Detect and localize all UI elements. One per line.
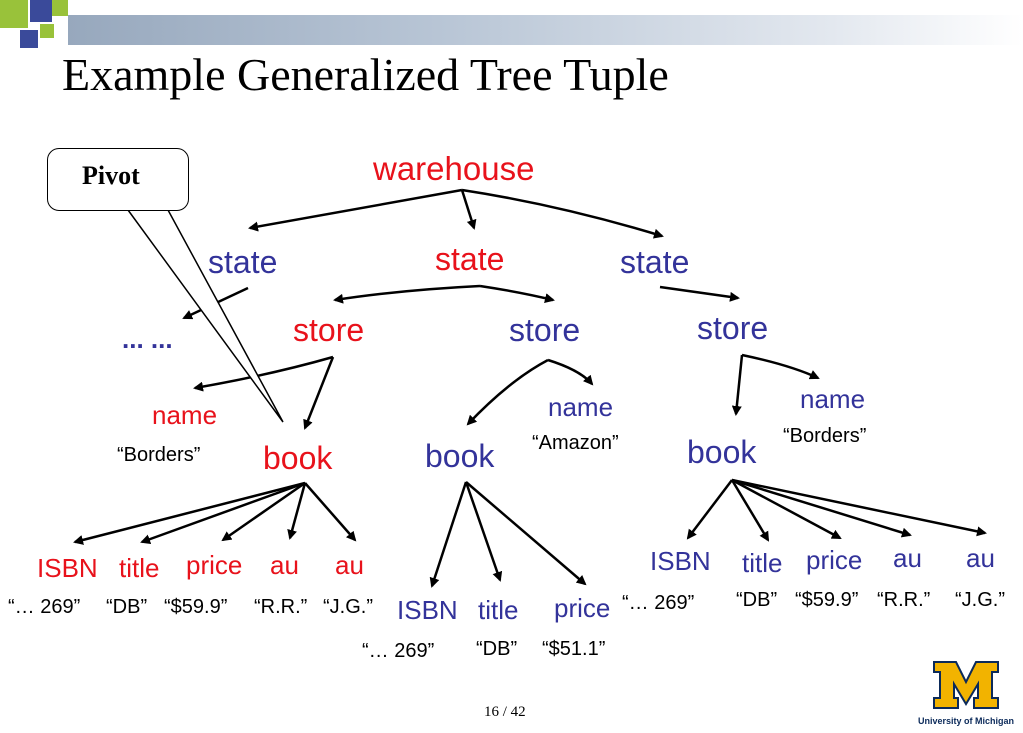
store1-price-value: “$59.9” [164, 596, 228, 618]
store3-name-label: name [800, 384, 866, 414]
store1-au-1: au [270, 550, 299, 580]
store2-title-value: “DB” [476, 638, 518, 660]
node-store-2: store [509, 312, 581, 348]
store1-name-label: name [152, 400, 218, 430]
node-warehouse: warehouse [373, 150, 535, 187]
block-m-icon: University of Michigan [918, 661, 1014, 726]
store3-name-value: “Borders” [783, 425, 867, 447]
store3-price: price [806, 545, 863, 575]
node-store-3: store [697, 310, 769, 346]
store2-title: title [478, 595, 519, 625]
logo-square-blue [30, 0, 52, 22]
slide-title: Example Generalized Tree Tuple [62, 49, 669, 100]
store1-isbn-value: “… 269” [8, 596, 81, 618]
store3-au-1: au [893, 543, 922, 573]
store1-title: title [119, 553, 160, 583]
store3-au1-value: “R.R.” [877, 589, 931, 611]
store2-isbn: ISBN [397, 595, 458, 625]
node-state-left: state [208, 244, 278, 280]
store3-title-value: “DB” [736, 589, 778, 611]
store1-au2-value: “J.G.” [323, 596, 373, 618]
store3-price-value: “$59.9” [795, 589, 859, 611]
node-store-1: store [293, 312, 365, 348]
university-logo: University of Michigan [912, 660, 1020, 728]
store3-au-2: au [966, 543, 995, 573]
store3-book: book [687, 434, 757, 470]
store3-isbn: ISBN [650, 546, 711, 576]
store2-book: book [425, 438, 495, 474]
store1-au1-value: “R.R.” [254, 596, 308, 618]
store1-isbn: ISBN [37, 553, 98, 583]
pivot-callout [47, 148, 189, 211]
page-number: 16 / 42 [484, 704, 526, 720]
logo-square-blue-small [20, 30, 38, 48]
store2-price: price [554, 593, 611, 623]
store1-au-2: au [335, 550, 364, 580]
pivot-label: Pivot [82, 161, 140, 190]
store2-name-value: “Amazon” [532, 432, 619, 454]
svg-text:University of Michigan: University of Michigan [918, 716, 1014, 726]
logo-square-green-small [52, 0, 68, 16]
store1-book: book [263, 440, 333, 476]
node-state-middle: state [435, 241, 505, 277]
store3-title: title [742, 548, 783, 578]
header-gradient-bar [68, 15, 1023, 45]
store3-isbn-value: “… 269” [622, 592, 695, 614]
store2-price-value: “$51.1” [542, 638, 606, 660]
logo-square-green-tiny [40, 24, 54, 38]
store2-isbn-value: “… 269” [362, 640, 435, 662]
node-ellipsis: ... ... [122, 324, 173, 354]
store3-au2-value: “J.G.” [955, 589, 1005, 611]
store1-price: price [186, 550, 243, 580]
node-state-right: state [620, 244, 690, 280]
logo-square-green [0, 0, 28, 28]
store1-title-value: “DB” [106, 596, 148, 618]
store1-name-value: “Borders” [117, 444, 201, 466]
store2-name-label: name [548, 392, 614, 422]
